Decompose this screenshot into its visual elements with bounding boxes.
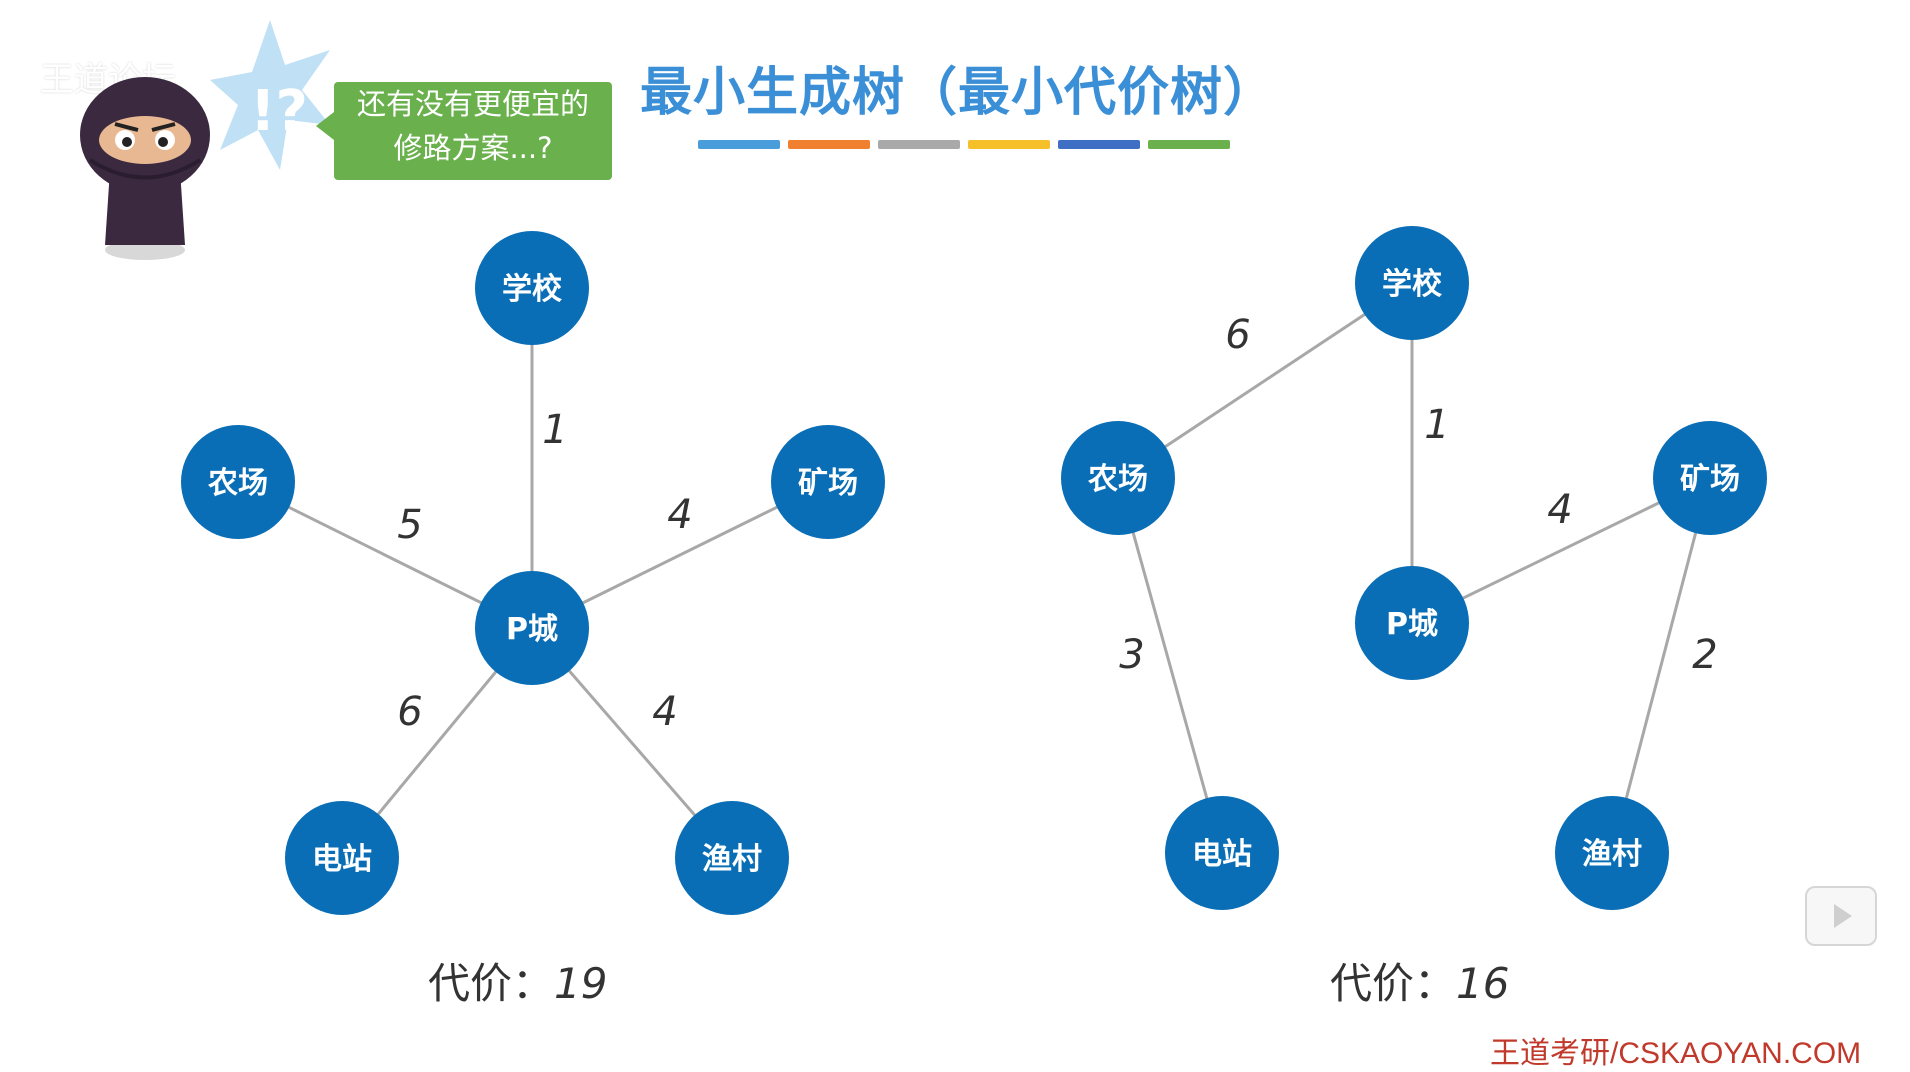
- left-cost: 代价：19: [428, 950, 607, 1011]
- node-label: 渔村: [702, 842, 762, 877]
- edge-矿场-渔村: [1610, 477, 1712, 854]
- edge-weight-label: 1: [1424, 402, 1449, 448]
- title-color-bar: [698, 140, 780, 149]
- edge-weight-label: 6: [397, 689, 422, 735]
- title-color-bar: [1058, 140, 1140, 149]
- node-农场: [1061, 421, 1175, 535]
- left-cost-value: 19: [554, 959, 608, 1008]
- node-矿场: [1653, 421, 1767, 535]
- speech-bubble: 还有没有更便宜的 修路方案...?: [316, 82, 612, 180]
- node-label: 学校: [502, 272, 562, 307]
- node-学校: [1355, 226, 1469, 340]
- title-color-bar: [968, 140, 1050, 149]
- node-label: 矿场: [1680, 462, 1740, 497]
- play-button-icon[interactable]: [1805, 886, 1877, 946]
- right-cost-value: 16: [1456, 959, 1510, 1008]
- edge-weight-label: 4: [1547, 487, 1572, 533]
- ninja-character-icon: !?: [80, 20, 330, 260]
- title-color-bar: [788, 140, 870, 149]
- edge-weight-label: 2: [1692, 632, 1717, 678]
- node-渔村: [1555, 796, 1669, 910]
- node-label: 矿场: [798, 466, 858, 501]
- right-cost: 代价：16: [1330, 950, 1509, 1011]
- edge-weight-label: 4: [667, 492, 692, 538]
- title-color-bar: [1148, 140, 1230, 149]
- svg-text:!?: !?: [250, 79, 308, 144]
- slide-title: 最小生成树（最小代价树）: [640, 63, 1277, 123]
- bubble-line-2: 修路方案...?: [393, 131, 553, 165]
- node-label: 农场: [207, 466, 268, 501]
- edge-农场-电站: [1116, 477, 1224, 854]
- left-cost-label: 代价：: [428, 959, 555, 1008]
- edge-weight-label: 4: [652, 689, 677, 735]
- edge-weight-label: 5: [397, 502, 422, 548]
- node-电站: [285, 801, 399, 915]
- title-color-bar: [878, 140, 960, 149]
- edge-学校-农场: [1117, 281, 1413, 480]
- edge-weight-label: 3: [1119, 632, 1144, 678]
- right-cost-label: 代价：: [1330, 959, 1457, 1008]
- node-农场: [181, 425, 295, 539]
- edge-weight-label: 1: [542, 407, 567, 453]
- node-学校: [475, 231, 589, 345]
- node-P城: [475, 571, 589, 685]
- node-电站: [1165, 796, 1279, 910]
- node-label: 电站: [312, 842, 372, 877]
- node-渔村: [675, 801, 789, 915]
- node-label: P城: [1386, 607, 1438, 642]
- edge-weight-label: 6: [1225, 312, 1250, 358]
- node-矿场: [771, 425, 885, 539]
- node-label: 农场: [1087, 462, 1148, 497]
- node-label: 渔村: [1582, 837, 1642, 872]
- node-label: 学校: [1382, 267, 1442, 302]
- node-label: 电站: [1192, 837, 1252, 872]
- node-label: P城: [506, 612, 558, 647]
- footer-brand: 王道考研/CSKAOYAN.COM: [1490, 1037, 1862, 1070]
- node-P城: [1355, 566, 1469, 680]
- bubble-line-1: 还有没有更便宜的: [356, 87, 589, 121]
